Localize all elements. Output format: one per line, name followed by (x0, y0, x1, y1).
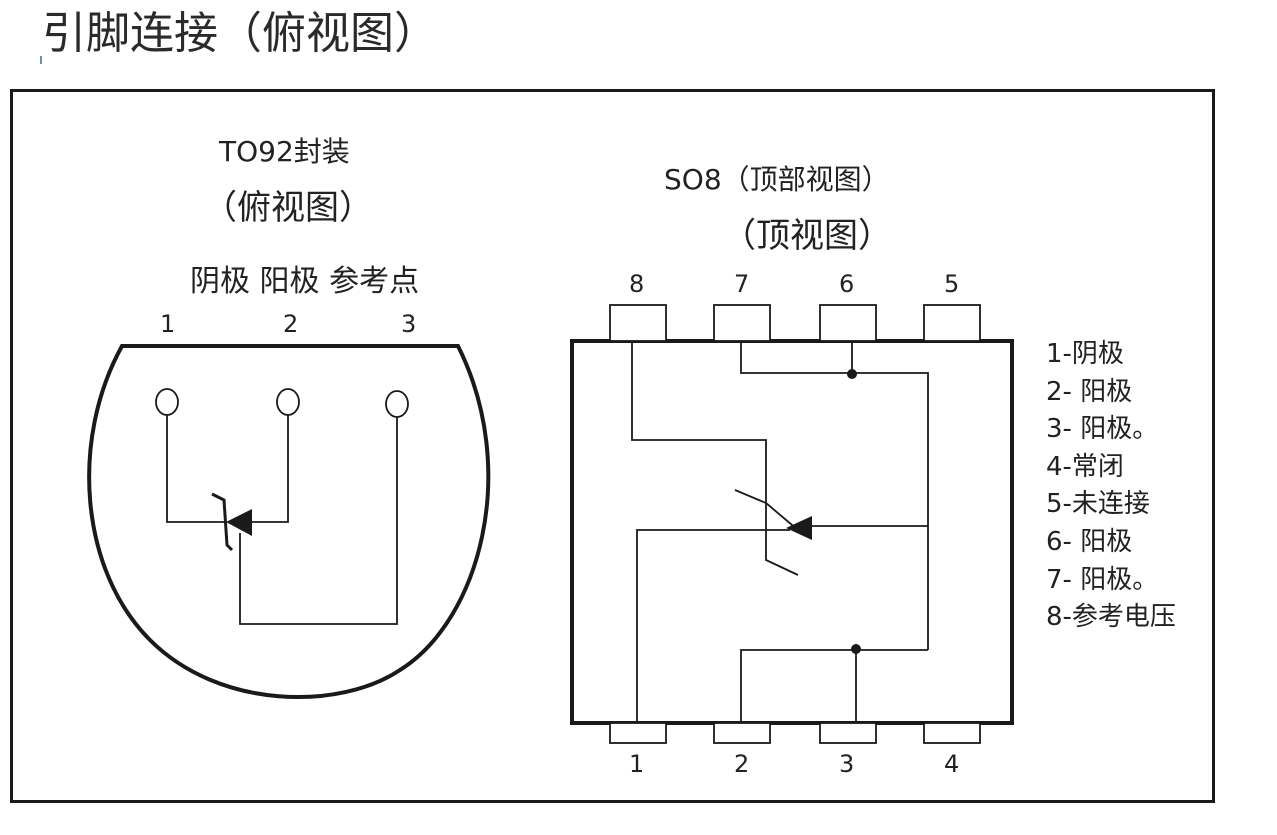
legend-item: 8-参考电压 (1046, 602, 1176, 633)
to92-view-label: （俯视图） (203, 188, 373, 228)
to92-pin-number-2: 2 (283, 310, 299, 338)
to92-pin-functions: 阴极 阳极 参考点 (190, 264, 420, 299)
legend-item: 4-常闭 (1046, 451, 1124, 482)
to92-pin-pad-1 (155, 388, 179, 416)
legend-item: 5-未连接 (1046, 489, 1150, 520)
so8-pin-2 (713, 722, 771, 744)
so8-pin-4 (923, 722, 981, 744)
so8-junction-dot (847, 369, 857, 379)
so8-pin-7 (713, 304, 771, 342)
to92-package-title: TO92封装 (219, 135, 350, 168)
to92-wire-cathode (166, 415, 226, 523)
to92-zener-diode-symbol (211, 492, 252, 552)
so8-pin-1 (609, 722, 667, 744)
legend-item: 3- 阳极。 (1046, 414, 1159, 445)
to92-wire-anode (252, 415, 289, 523)
so8-wire-cathode (636, 529, 790, 723)
to92-pin-number-1: 1 (160, 310, 176, 338)
so8-pin-number-3: 3 (839, 750, 855, 778)
so8-wire-top-bus (740, 341, 929, 650)
so8-pin-6 (819, 304, 877, 342)
to92-wire-ref (239, 417, 398, 625)
legend-item: 6- 阳极 (1046, 526, 1133, 557)
legend-item: 2- 阳极 (1046, 376, 1133, 407)
so8-package-body (570, 339, 1014, 725)
legend-item: 1-阴极 (1046, 339, 1124, 369)
so8-pin-number-7: 7 (734, 270, 750, 298)
so8-pin-5 (923, 304, 981, 342)
so8-package-title: SO8（顶部视图） (664, 163, 890, 196)
so8-pin-number-1: 1 (629, 750, 645, 778)
so8-pin-number-4: 4 (944, 750, 960, 778)
so8-wire-ref (631, 341, 799, 531)
so8-wire-bottom-bus (740, 649, 928, 723)
so8-pin-number-5: 5 (944, 270, 960, 298)
legend-item: 7- 阳极。 (1046, 564, 1159, 595)
so8-pin-number-8: 8 (629, 270, 645, 298)
so8-junction-dot (851, 644, 861, 654)
so8-pin-3 (819, 722, 877, 744)
so8-pin-number-6: 6 (839, 270, 855, 298)
to92-pin-pad-3 (385, 390, 409, 418)
so8-pin-number-2: 2 (734, 750, 750, 778)
to92-pin-number-3: 3 (401, 310, 417, 338)
page-title: 引脚连接（俯视图） (42, 8, 438, 59)
so8-zener-diode-symbol (734, 489, 812, 576)
to92-package-outline (87, 344, 491, 699)
pin-legend: 1-阴极 2- 阳极 3- 阳极。 4-常闭 5-未连接 6- 阳极 7- 阳极… (1046, 336, 1176, 637)
to92-pin-pad-2 (276, 388, 300, 416)
title-marker (40, 56, 42, 64)
so8-view-label: （顶视图） (722, 216, 892, 256)
so8-pin-8 (609, 304, 667, 342)
